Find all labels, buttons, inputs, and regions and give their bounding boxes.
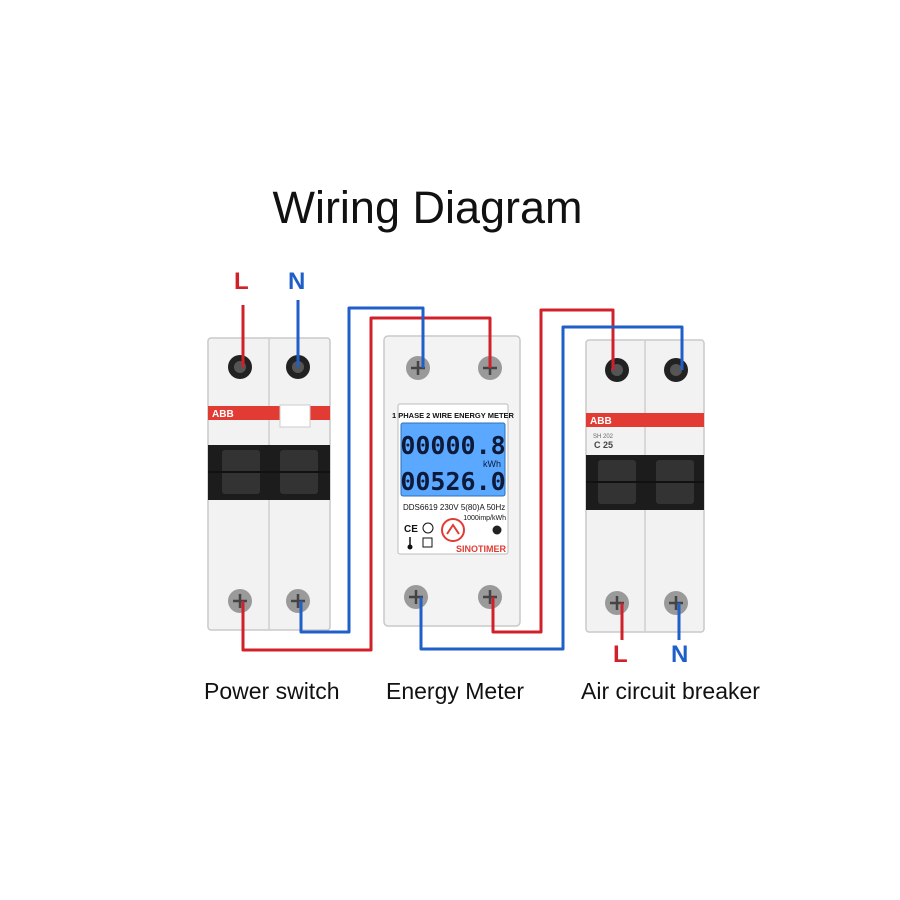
label-neutral-supply: N [288, 268, 306, 295]
double-insulation-icon [422, 537, 433, 548]
meter-reading-top: 00000.8 [400, 431, 505, 460]
meter-unit: kWh [483, 459, 501, 469]
meter-pulse-led-icon [492, 525, 502, 535]
label-neutral-load: N [671, 641, 689, 668]
wire-neutral-switch-to-meter [299, 306, 425, 634]
sinotimer-logo-icon [441, 518, 465, 542]
meter-cert: CE [404, 524, 418, 535]
class-one-icon [422, 522, 434, 534]
label-live-supply: L [234, 268, 249, 295]
wire-neutral-meter-to-breaker [419, 325, 684, 651]
power-switch-brand: ABB [212, 409, 234, 420]
breaker-brand: ABB [590, 416, 612, 427]
wires [241, 300, 684, 652]
diagram-title: Wiring Diagram [272, 182, 583, 233]
breaker-model: SH 202 [593, 434, 614, 440]
caption-power-switch: Power switch [204, 678, 340, 704]
meter-brand: SINOTIMER [456, 544, 507, 554]
label-live-load: L [613, 641, 628, 668]
caption-air-circuit-breaker: Air circuit breaker [581, 678, 760, 704]
meter-spec: DDS6619 230V 5(80)A 50Hz [403, 503, 505, 512]
breaker-rating: C 25 [594, 440, 613, 450]
wire-live-meter-to-breaker [491, 308, 615, 634]
power-switch: ABB [207, 337, 331, 631]
meter-impulse: 1000imp/kWh [463, 515, 506, 522]
meter-reading-bottom: 00526.0 [400, 467, 505, 496]
meter-lcd [400, 422, 506, 497]
wire-live-switch-to-meter [241, 316, 492, 652]
energy-meter: 1 PHASE 2 WIRE ENERGY METER 00000.8 kWh … [383, 335, 521, 627]
caption-energy-meter: Energy Meter [386, 678, 525, 704]
meter-header: 1 PHASE 2 WIRE ENERGY METER [392, 411, 515, 420]
air-circuit-breaker: ABB SH 202 C 25 [585, 339, 705, 633]
